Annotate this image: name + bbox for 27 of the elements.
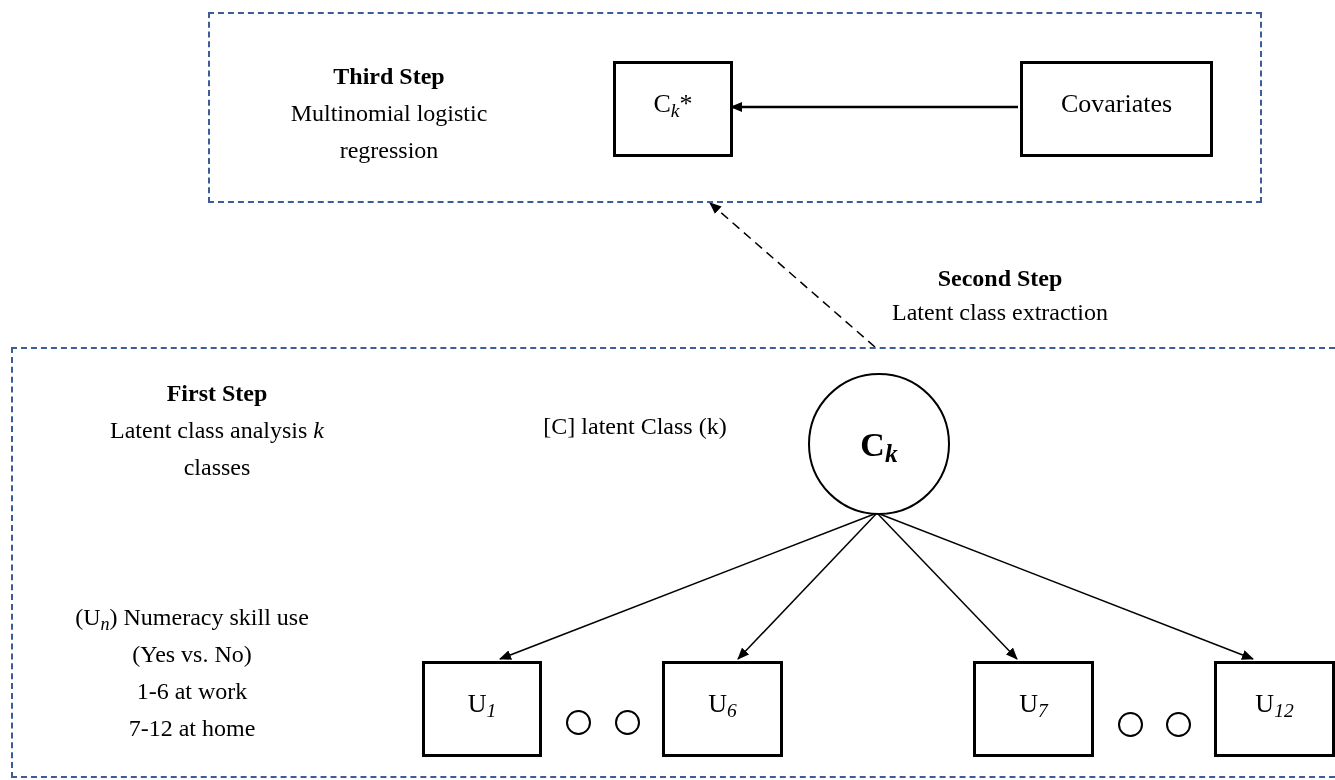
variable-label: C$_{k}$*: [653, 88, 693, 123]
annotation-text: (Yes vs. No): [131, 640, 253, 669]
variable-box: [973, 661, 1094, 757]
step-heading: Second Step: [936, 264, 1064, 293]
step-description: Multinomial logistic regression: [289, 99, 489, 165]
annotation-text: (U$_{n}$) Numeracy skill use: [74, 603, 310, 633]
annotation-text: 7-12 at home: [127, 714, 257, 743]
dashed-arrow: [709, 202, 876, 348]
variable-label: U$_{12}$: [1255, 688, 1294, 723]
annotation-text: 1-6 at work: [135, 677, 249, 706]
variable-label: C$_{k}$: [860, 424, 898, 470]
step-description: Latent class analysis k classes: [109, 416, 325, 482]
annotation-text: Latent class extraction: [891, 298, 1109, 327]
variable-box: [422, 661, 542, 757]
step-heading: First Step: [165, 379, 269, 408]
variable-box: [1214, 661, 1335, 757]
dashed-panel: [208, 12, 1262, 203]
variable-box: [1020, 61, 1213, 157]
variable-box: [613, 61, 733, 157]
step-heading: Third Step: [332, 62, 446, 91]
variable-label: U$_{7}$: [1019, 688, 1048, 723]
dashed-panel: [11, 347, 1335, 778]
variable-label: Covariates: [1060, 88, 1173, 120]
variable-label: U$_{1}$: [467, 688, 497, 723]
variable-label: U$_{6}$: [708, 688, 737, 723]
variable-box: [662, 661, 783, 757]
annotation-text: [C] latent Class (k): [542, 412, 728, 441]
